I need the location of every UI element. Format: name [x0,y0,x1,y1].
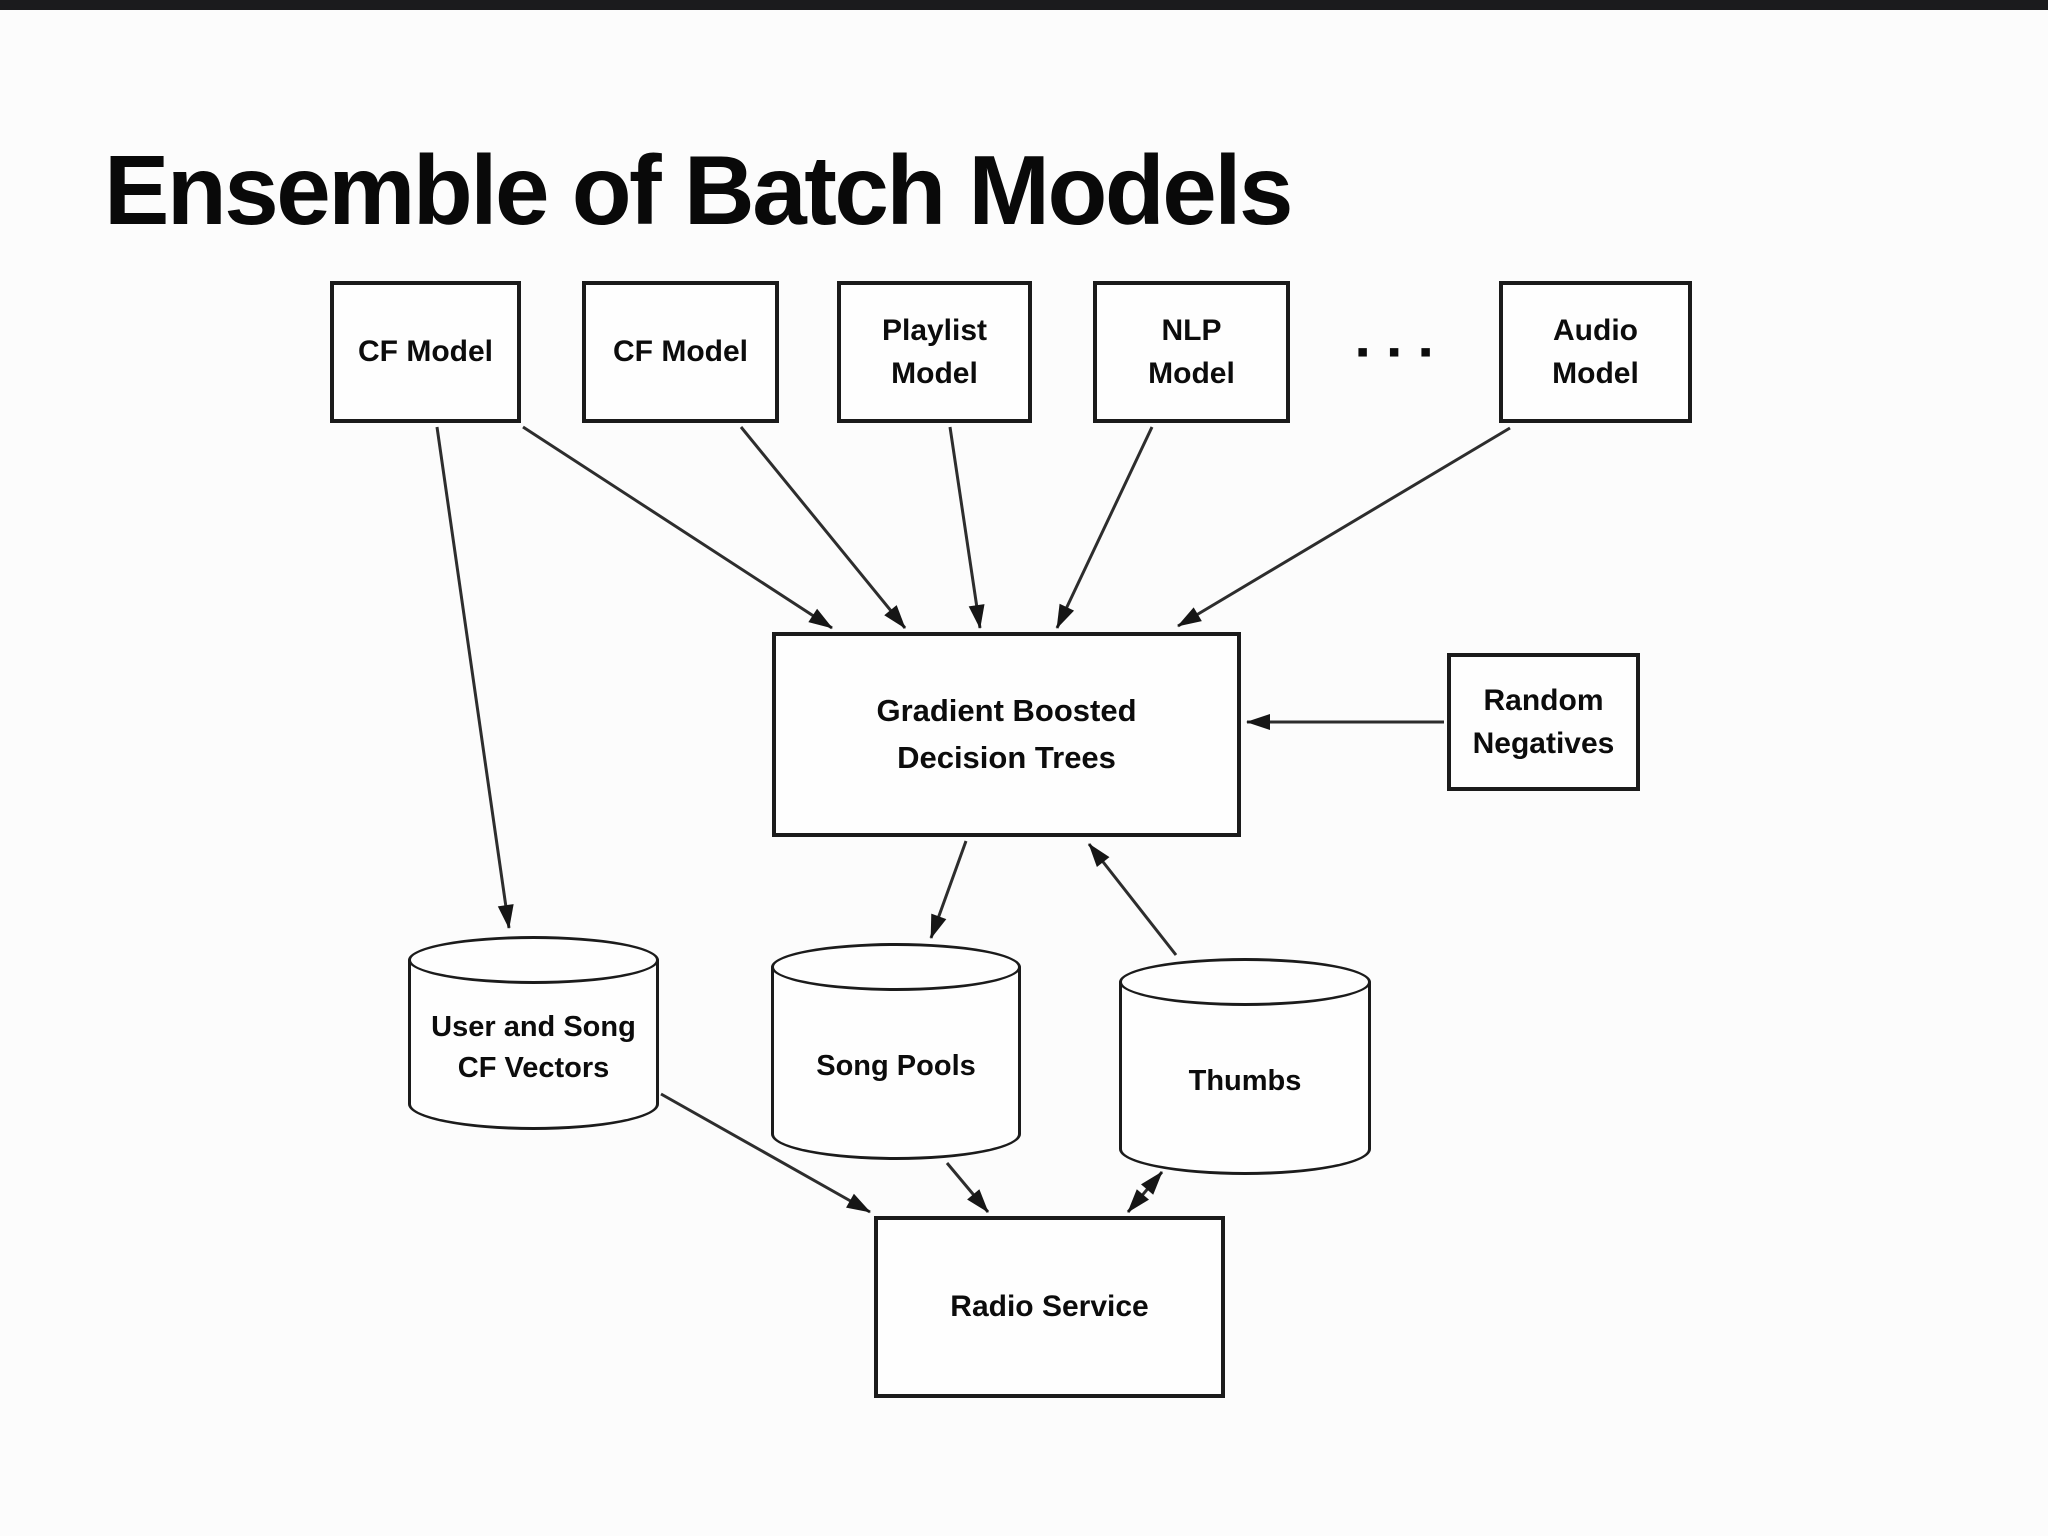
edge-radio-service-thumbs-bidirectional [1126,1171,1164,1213]
playlist-model-label: Playlist Model [881,313,988,391]
top-bar [0,0,2048,10]
cf-model-1-label: CF Model [358,335,493,369]
user-song-cf-vectors-label: User and Song CF Vectors [431,1010,636,1084]
store-user-song-cf-vectors: User and Song CF Vectors [408,936,659,1130]
node-nlp-model: NLP Model [1093,281,1290,423]
nlp-model-label: NLP Model [1148,313,1235,391]
edge-song-pools-to-radio-service [945,1162,990,1213]
slide-title: Ensemble of Batch Models [104,134,1294,245]
edge-nlp-model-to-gbdt [1055,426,1154,629]
edge-cf-model-1-to-user-song-cf-vectors [435,426,514,929]
audio-model-label: Audio Model [1552,313,1639,391]
cylinder-top-ellipse [771,943,1021,991]
ellipsis-dots: ▪ ▪ ▪ [1356,332,1432,371]
cylinder-body [1119,982,1371,1175]
gbdt-label: Gradient Boosted Decision Trees [876,693,1137,775]
cylinder-top-ellipse [1119,958,1371,1006]
edge-playlist-model-to-gbdt [948,426,985,629]
song-pools-label: Song Pools [816,1049,976,1082]
radio-service-label: Radio Service [950,1290,1149,1324]
store-song-pools: Song Pools [771,943,1021,1160]
store-thumbs: Thumbs [1119,958,1371,1175]
node-gbdt: Gradient Boosted Decision Trees [772,632,1241,837]
random-negatives-label: Random Negatives [1472,683,1615,761]
node-playlist-model: Playlist Model [837,281,1032,423]
thumbs-label: Thumbs [1188,1064,1302,1097]
cylinder-body [771,967,1021,1160]
edge-cf-model-2-to-gbdt [739,426,907,629]
edge-user-song-cf-vectors-to-radio-service [660,1092,871,1214]
node-cf-model-1: CF Model [330,281,521,423]
edge-cf-model-1-to-gbdt [522,425,833,630]
edge-gbdt-to-song-pools [929,840,968,939]
node-audio-model: Audio Model [1499,281,1692,423]
edge-thumbs-to-gbdt [1087,843,1178,956]
cf-model-2-label: CF Model [613,335,748,369]
cylinder-body [408,960,659,1130]
edge-audio-model-to-gbdt [1177,426,1511,628]
node-cf-model-2: CF Model [582,281,779,423]
node-random-negatives: Random Negatives [1447,653,1640,791]
node-radio-service: Radio Service [874,1216,1225,1398]
cylinder-top-ellipse [408,936,659,984]
